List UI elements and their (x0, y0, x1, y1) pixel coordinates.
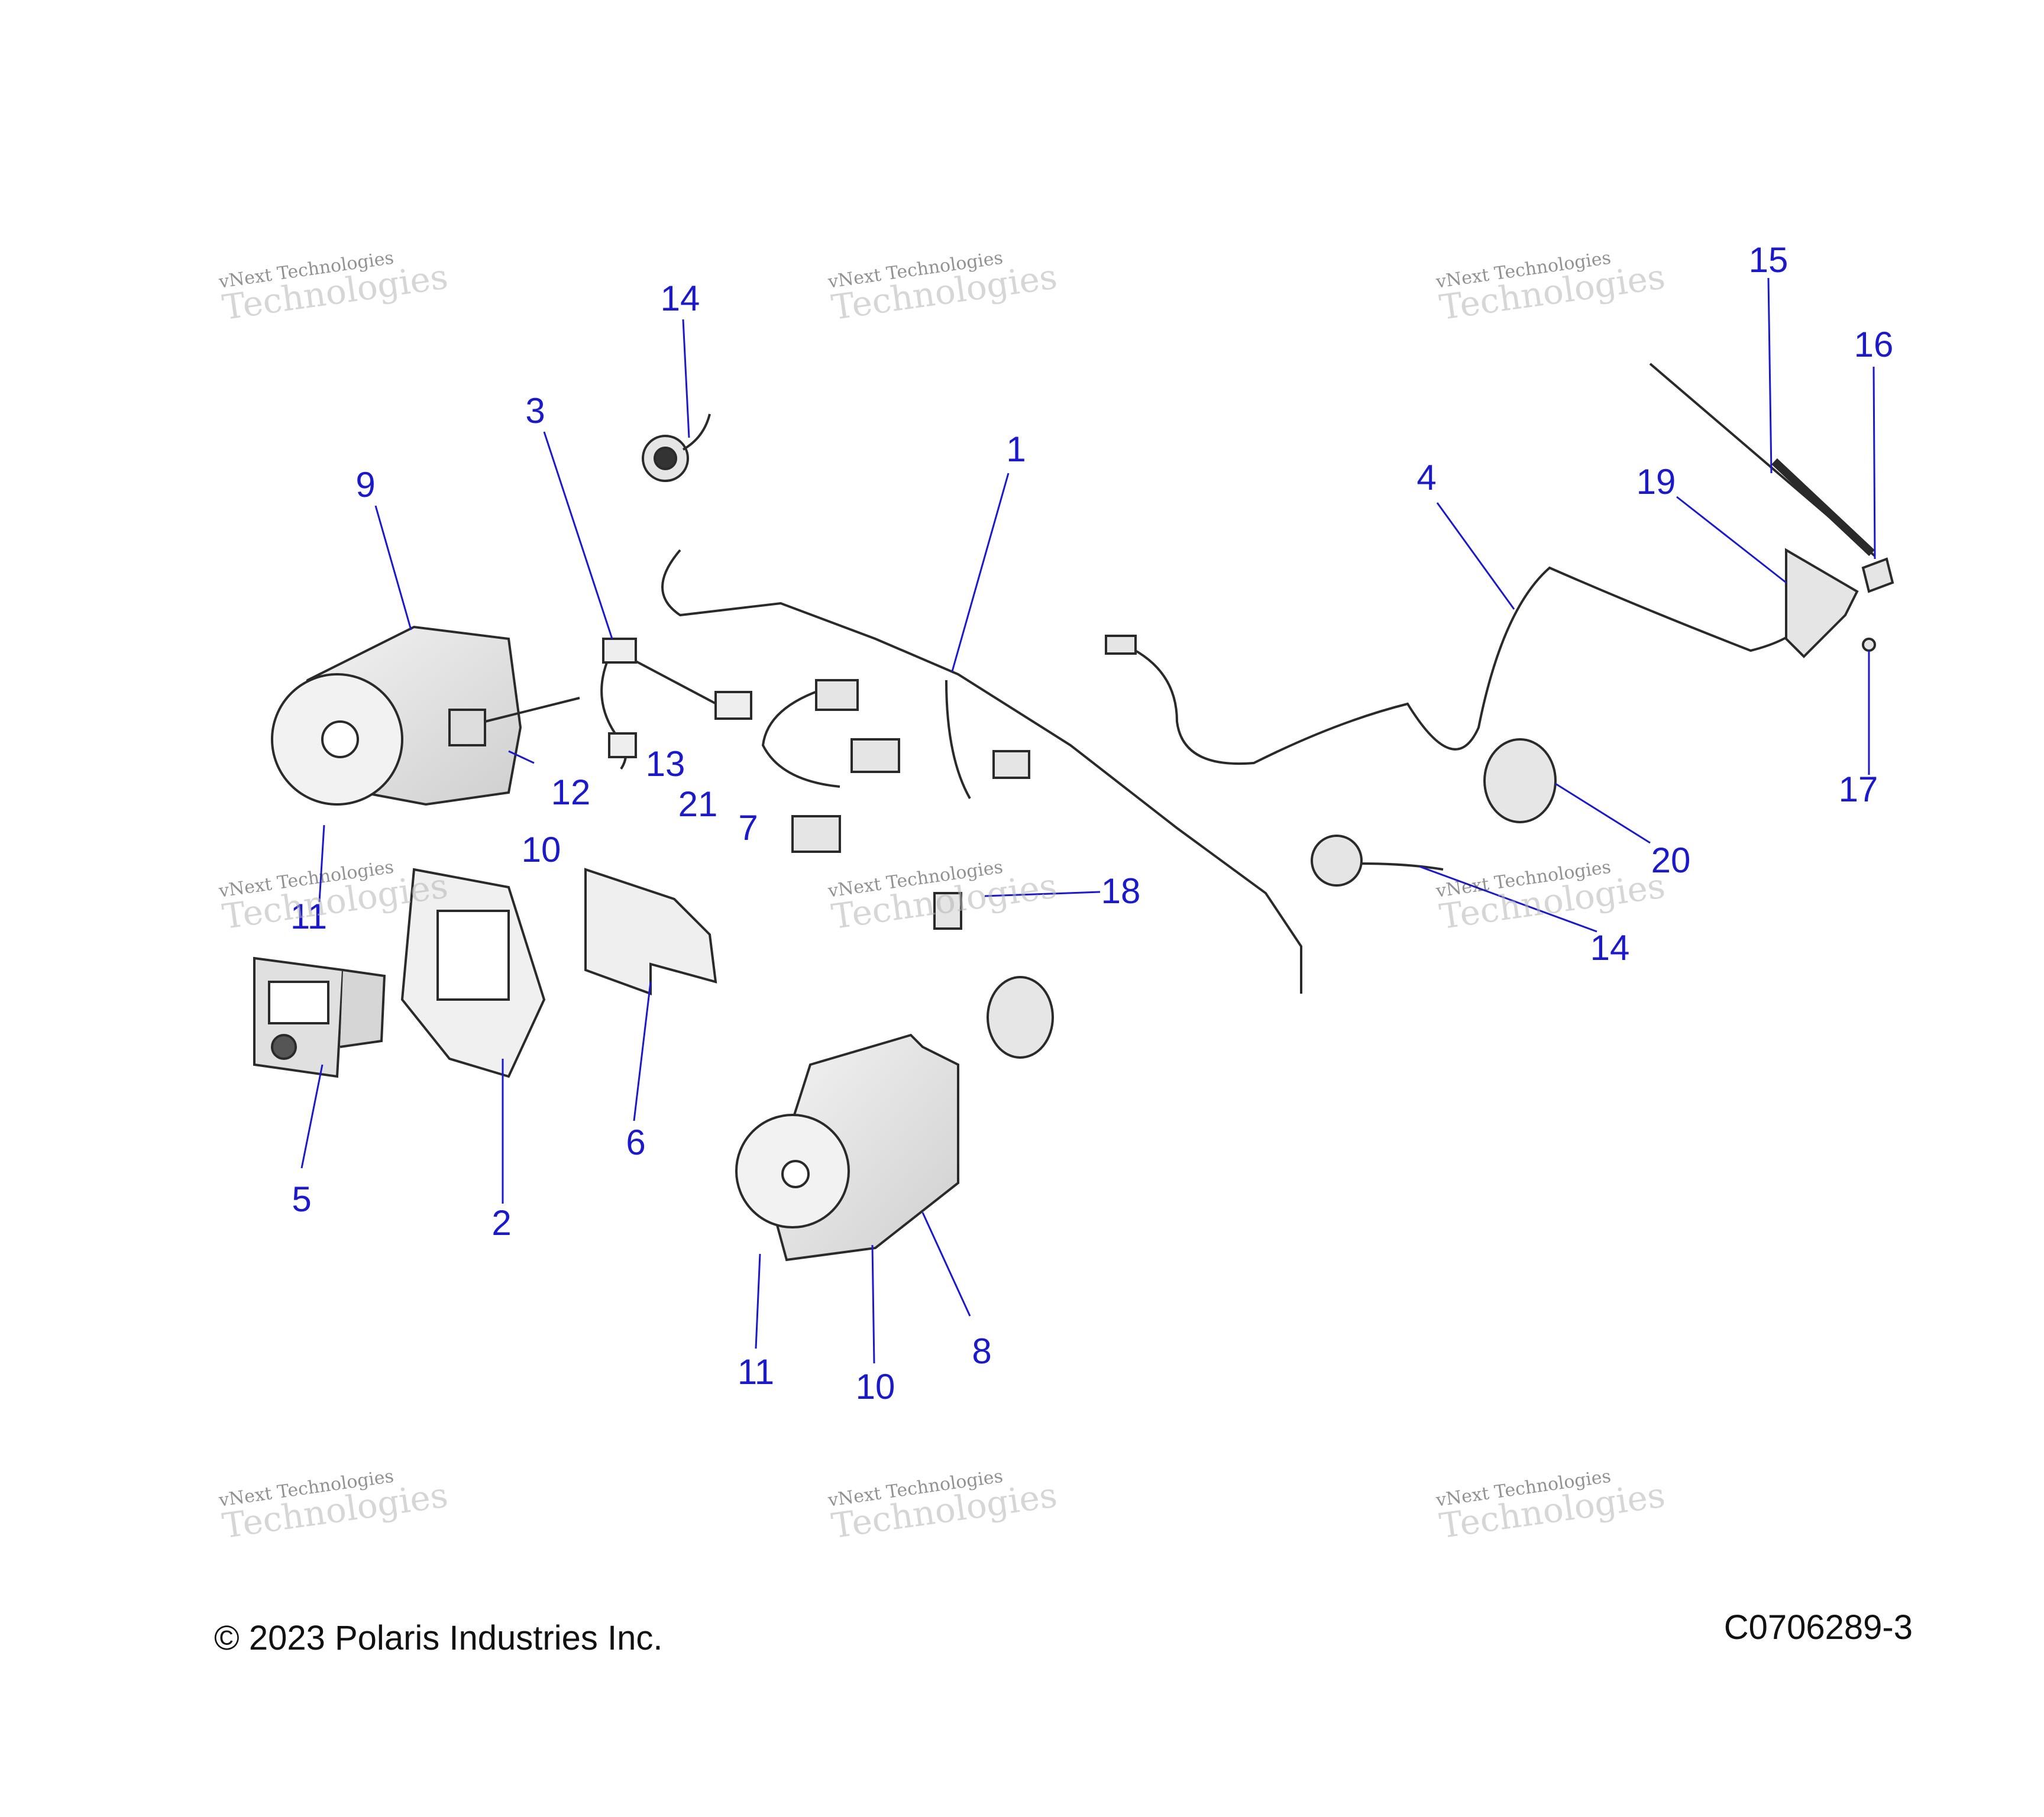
callout-21: 21 (678, 784, 718, 824)
copyright-notice: © 2023 Polaris Industries Inc. (214, 1619, 663, 1657)
callout-19: 19 (1636, 462, 1676, 502)
antenna-mast-15 (1649, 363, 1876, 557)
mounting-bracket-6 (584, 868, 717, 995)
main-harness-1 (661, 549, 1302, 994)
antenna-base-16 (1785, 548, 1894, 658)
callout-18: 18 (1101, 871, 1141, 911)
tweeter-upper (642, 413, 711, 482)
callout-16: 16 (1854, 325, 1894, 364)
callout-13: 13 (645, 744, 685, 784)
speaker-enclosure-left (271, 625, 580, 806)
callout-11b: 11 (737, 1352, 775, 1392)
callout-2: 2 (491, 1203, 512, 1243)
callout-10a: 10 (521, 830, 561, 869)
callout-6: 6 (626, 1123, 646, 1162)
display-bezel-2 (400, 868, 546, 1078)
callout-10b: 10 (855, 1367, 895, 1407)
callout-9: 9 (355, 465, 376, 505)
callout-11a: 11 (290, 897, 328, 936)
drawing-code: C0706289-3 (1723, 1608, 1913, 1647)
grille-cap-20 (987, 738, 1557, 1059)
wire-harness-3 (600, 638, 752, 770)
callout-15: 15 (1748, 240, 1789, 280)
tweeter-lower (1311, 835, 1444, 887)
callout-7: 7 (738, 808, 758, 848)
callout-20: 20 (1651, 840, 1691, 880)
callout-5: 5 (292, 1179, 312, 1219)
callout-4: 4 (1416, 458, 1437, 497)
callout-17: 17 (1838, 770, 1878, 809)
leader-lines (300, 277, 1876, 1364)
callout-14a: 14 (660, 279, 700, 318)
callout-1: 1 (1006, 429, 1026, 469)
callout-12: 12 (551, 772, 591, 812)
antenna-cable-4 (1105, 566, 1811, 765)
callout-8: 8 (972, 1331, 992, 1371)
radio-head-unit-5 (253, 956, 386, 1078)
callout-14b: 14 (1590, 928, 1630, 968)
speaker-enclosure-lower (735, 1033, 959, 1262)
callout-3: 3 (525, 391, 545, 431)
